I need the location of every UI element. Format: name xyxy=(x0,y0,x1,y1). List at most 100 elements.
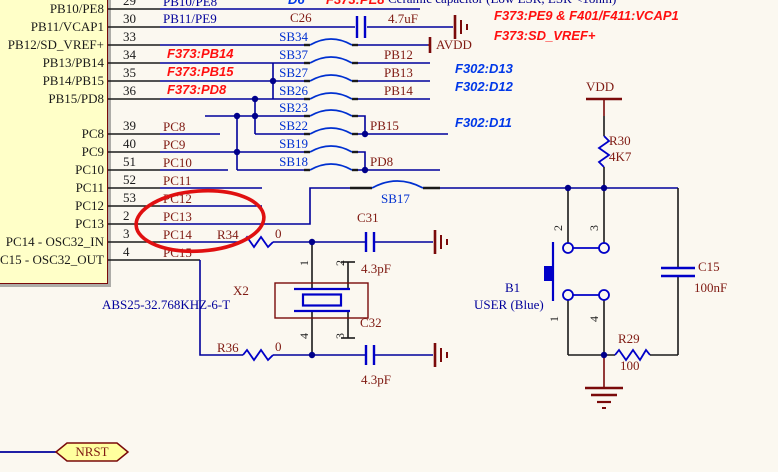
sb27-label: SB27 xyxy=(279,65,308,80)
solder-bridge-pads xyxy=(304,43,440,190)
ic-pin-number: 51 xyxy=(123,154,136,169)
sb18-label: SB18 xyxy=(279,154,308,169)
ic-pin-name: PC9 xyxy=(81,144,104,159)
annotation-f302-d13: F302:D13 xyxy=(455,61,513,76)
net-label-pb14: PB14 xyxy=(384,83,413,98)
ic-pin-name: PC8 xyxy=(81,126,104,141)
net-label-pb15: PB15 xyxy=(370,118,399,133)
ic-pin-number: 39 xyxy=(123,118,136,133)
gnd-symbol-c26 xyxy=(453,15,468,39)
ic-pin-name: PB12/SD_VREF+ xyxy=(7,37,104,52)
r29-value: 100 xyxy=(620,358,640,373)
sb37-label: SB37 xyxy=(279,47,308,62)
sb26-label: SB26 xyxy=(279,83,308,98)
annotation-f302-d11: F302:D11 xyxy=(455,115,512,130)
ceramic-capacitor-note: Ceramic capacitor (Low ESR, ESR <1ohm) xyxy=(388,0,616,6)
net-label-pc8: PC8 xyxy=(163,119,186,134)
c26-ref: C26 xyxy=(290,10,312,25)
ic-pin-name: PB13/PB14 xyxy=(42,55,104,70)
ic-block-body xyxy=(0,0,108,284)
ic-pin-number: 4 xyxy=(123,244,130,259)
ic-pin-name: PB14/PB15 xyxy=(42,73,104,88)
b1-value: USER (Blue) xyxy=(474,297,544,312)
net-label-pc13: PC13 xyxy=(163,209,192,224)
ic-pin-number: 3 xyxy=(123,226,130,241)
ic-pin-name: PC10 xyxy=(75,162,104,177)
r30-ref: R30 xyxy=(609,133,631,148)
capacitor-c26 xyxy=(355,16,367,38)
ic-pin-number: 40 xyxy=(123,136,136,151)
r36-ref: R36 xyxy=(217,340,239,355)
net-label-pc9: PC9 xyxy=(163,137,186,152)
nrst-flag-label: NRST xyxy=(75,444,109,459)
annotation-vcap1: F373:PE9 & F401/F411:VCAP1 xyxy=(494,8,679,23)
ic-pin-name: PB10/PE8 xyxy=(49,1,104,16)
ic-pin-number: 29 xyxy=(123,0,136,8)
annotation-f373-pb14: F373:PB14 xyxy=(167,46,234,61)
net-label-pc10: PC10 xyxy=(163,155,192,170)
gnd-symbol-c32 xyxy=(433,343,448,367)
crystal-x2 xyxy=(274,242,369,355)
ic-pin-number: 2 xyxy=(123,208,130,223)
r36-value: 0 xyxy=(275,339,282,354)
annotation-f373-pd8: F373:PD8 xyxy=(167,82,227,97)
avdd-symbol xyxy=(428,37,432,53)
x2-ref: X2 xyxy=(233,283,249,298)
net-label-pb12: PB12 xyxy=(384,47,413,62)
sb23-label: SB23 xyxy=(279,100,308,115)
nrst-flag xyxy=(0,442,130,462)
ic-pin-name: PC12 xyxy=(75,198,104,213)
vdd-symbol xyxy=(586,97,622,116)
button-b1 xyxy=(544,188,610,355)
annotation-f373-pe8: F373:PE8 xyxy=(326,0,385,7)
net-label-pb11-pe9: PB11/PE9 xyxy=(163,11,217,26)
capacitor-c32 xyxy=(364,345,376,365)
c32-ref: C32 xyxy=(360,315,382,330)
c31-value: 4.3pF xyxy=(361,261,391,276)
c15-ref: C15 xyxy=(698,259,720,274)
annotation-sd-vref: F373:SD_VREF+ xyxy=(494,28,596,43)
vdd-label: VDD xyxy=(586,79,615,94)
r30-value: 4K7 xyxy=(609,149,632,164)
resistor-r36 xyxy=(242,348,274,362)
net-label-pb13: PB13 xyxy=(384,65,413,80)
ic-pin-number: 36 xyxy=(123,83,136,98)
resistor-r30 xyxy=(597,116,611,188)
sb22-label: SB22 xyxy=(279,118,308,133)
r34-ref: R34 xyxy=(217,227,239,242)
sb17-label: SB17 xyxy=(381,191,410,206)
solder-bridge-arcs xyxy=(309,38,424,189)
junction-dots xyxy=(233,77,608,359)
b1-ref: B1 xyxy=(505,280,521,295)
sb34-label: SB34 xyxy=(279,29,308,44)
ic-pin-number: 53 xyxy=(123,190,136,205)
annotation-d6: D6 xyxy=(288,0,305,7)
net-label-pc14: PC14 xyxy=(163,227,192,242)
ic-pin-name: PC11 xyxy=(75,180,104,195)
net-wires xyxy=(160,8,678,356)
ic-pin-number: 34 xyxy=(123,47,136,62)
capacitor-c31 xyxy=(364,232,376,252)
gnd-symbol-button xyxy=(585,355,623,409)
ic-pin-number: 30 xyxy=(123,11,136,26)
c31-ref: C31 xyxy=(357,210,379,225)
r34-value: 0 xyxy=(275,226,282,241)
ic-pin-name: PB11/VCAP1 xyxy=(30,19,104,34)
capacitor-c15 xyxy=(661,188,695,355)
avdd-label: AVDD xyxy=(436,37,472,52)
net-label-pc11: PC11 xyxy=(163,173,192,188)
net-label-pd8: PD8 xyxy=(370,154,394,169)
c15-value: 100nF xyxy=(694,280,728,295)
ic-pin-name: PC14 - OSC32_IN xyxy=(5,234,104,249)
net-label-pb10-pe8: PB10/PE8 xyxy=(163,0,218,9)
ic-pin-number: 52 xyxy=(123,172,136,187)
r29-ref: R29 xyxy=(618,331,640,346)
ic-pin-number: 35 xyxy=(123,65,136,80)
sb19-label: SB19 xyxy=(279,136,308,151)
c32-value: 4.3pF xyxy=(361,372,391,387)
gnd-symbol-c31 xyxy=(433,230,448,254)
ic-pin-name: PC15 - OSC32_OUT xyxy=(0,252,104,267)
